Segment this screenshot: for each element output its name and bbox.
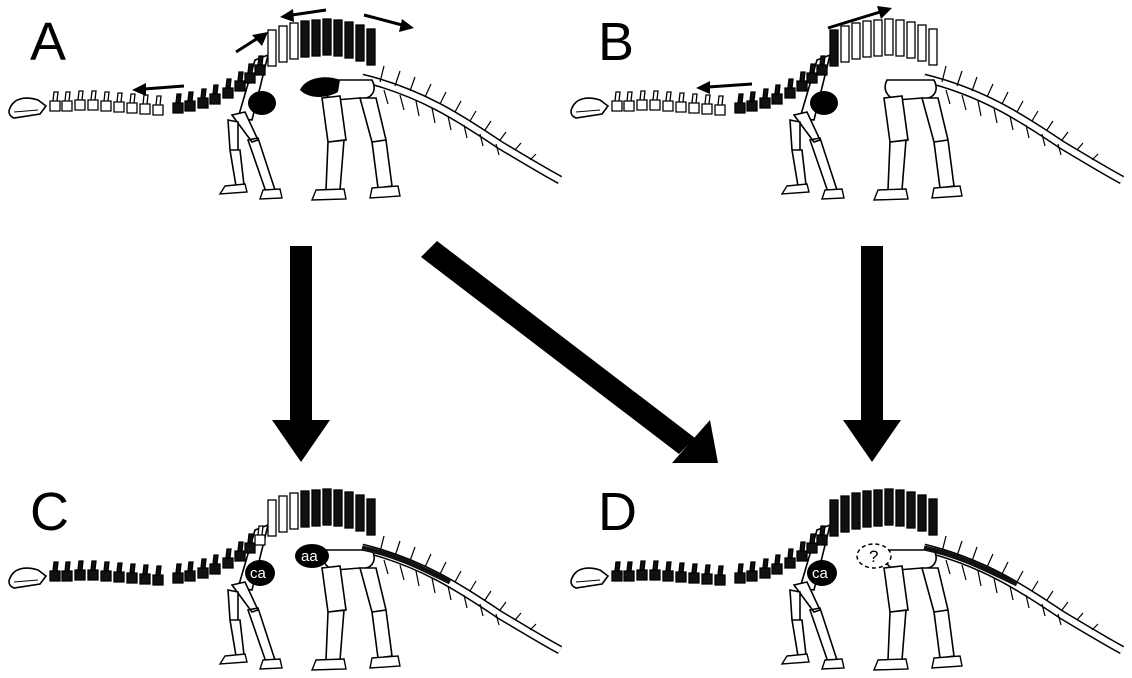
cervical-series-d — [612, 526, 827, 585]
arrow-cervical-anterior-b — [696, 81, 752, 94]
arrow-anterior-dorsal-a — [236, 32, 268, 52]
skeleton-a — [9, 9, 560, 200]
cervical-series-c — [50, 526, 265, 585]
cervical-air-sac-b — [810, 91, 838, 115]
dorsal-series-d — [830, 489, 937, 536]
arrow-a-to-c — [272, 246, 330, 462]
dorsal-series-c — [268, 489, 375, 536]
skeleton-c: ca aa — [9, 489, 560, 670]
panel-b: B — [571, 6, 1122, 200]
panel-a: A — [9, 9, 560, 200]
dorsal-series-b — [830, 19, 937, 66]
arrow-a-to-d — [421, 241, 718, 463]
arrow-b-to-d — [843, 246, 901, 462]
panel-d: D — [571, 482, 1122, 670]
dorsal-series-a — [268, 19, 375, 66]
skeleton-b — [571, 6, 1122, 200]
sac-label-question-d: ? — [869, 547, 878, 566]
sac-label-ca-c: ca — [250, 565, 267, 582]
cervical-air-sac-a — [248, 91, 276, 115]
panel-label-a: A — [30, 12, 66, 72]
sac-label-ca-d: ca — [812, 565, 829, 582]
panel-label-b: B — [598, 12, 634, 72]
panel-label-c: C — [30, 482, 69, 542]
arrow-cervical-anterior-a — [132, 83, 184, 96]
cervical-series-a — [50, 56, 265, 115]
panel-c: C — [9, 482, 560, 670]
skeleton-d: ca ? — [571, 489, 1122, 670]
sac-label-aa-c: aa — [301, 548, 318, 565]
panel-label-d: D — [598, 482, 637, 542]
